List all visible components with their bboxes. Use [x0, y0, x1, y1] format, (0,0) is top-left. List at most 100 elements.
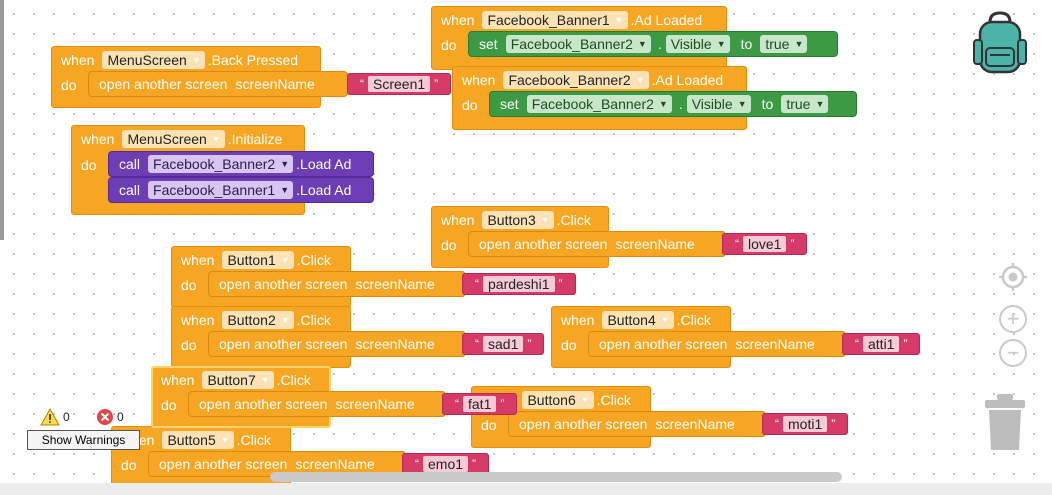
open-another-screen-block[interactable]: open another screen screenName — [588, 331, 846, 357]
boolean-dropdown[interactable]: true▼ — [760, 35, 808, 53]
open-another-screen-block[interactable]: open another screen screenName — [508, 411, 766, 437]
screen-name-label: screenName — [655, 416, 735, 432]
horizontal-scrollbar[interactable] — [270, 472, 842, 482]
when-keyword: when — [181, 252, 215, 268]
component-dropdown[interactable]: Button2▼ — [222, 311, 294, 329]
component-dropdown[interactable]: Button6▼ — [522, 391, 594, 409]
event-name: .Click — [296, 312, 331, 328]
method-name: .Load Ad — [296, 156, 352, 172]
open-screen-label: open another screen — [219, 336, 348, 352]
screen-name-string[interactable]: “Screen1” — [347, 73, 452, 95]
event-name: .Ad Loaded — [651, 72, 724, 88]
screen-name-label: screenName — [615, 236, 695, 252]
boolean-dropdown[interactable]: true▼ — [781, 95, 829, 113]
when-keyword: when — [441, 12, 475, 28]
property-dropdown[interactable]: Visible▼ — [665, 35, 730, 53]
component-dropdown[interactable]: Facebook_Banner2▼ — [526, 95, 672, 113]
event-block-button1-click[interactable]: when Button1▼ .Click do open another scr… — [171, 246, 576, 308]
screen-name-string[interactable]: “moti1” — [762, 413, 849, 435]
component-dropdown[interactable]: Facebook_Banner2▼ — [148, 155, 294, 173]
open-another-screen-block[interactable]: open another screen screenName — [208, 271, 466, 297]
event-name: .Initialize — [227, 131, 283, 147]
event-name: .Click — [296, 252, 331, 268]
warning-icon — [40, 408, 60, 426]
to-keyword: to — [761, 96, 774, 112]
screen-name-label: screenName — [335, 396, 415, 412]
screen-name-string[interactable]: “sad1” — [462, 333, 545, 355]
event-block-facebook-banner2-ad-loaded[interactable]: when Facebook_Banner2▼ .Ad Loaded do set… — [452, 66, 857, 130]
event-block-menuscreen-initialize[interactable]: when MenuScreen▼ .Initialize do call Fac… — [71, 125, 374, 215]
open-screen-label: open another screen — [479, 236, 608, 252]
component-dropdown[interactable]: Facebook_Banner2▼ — [503, 71, 649, 89]
call-load-ad-block[interactable]: call Facebook_Banner1▼ .Load Ad — [108, 177, 374, 203]
open-screen-label: open another screen — [99, 76, 228, 92]
open-another-screen-block[interactable]: open another screen screenName — [188, 391, 446, 417]
component-dropdown[interactable]: Button1▼ — [222, 251, 294, 269]
setter-block[interactable]: set Facebook_Banner2▼ . Visible▼ to true… — [489, 91, 857, 117]
component-dropdown[interactable]: Button3▼ — [482, 211, 554, 229]
screen-name-label: screenName — [355, 336, 435, 352]
component-dropdown[interactable]: Facebook_Banner2▼ — [505, 35, 651, 53]
screen-name-string[interactable]: “atti1” — [842, 333, 921, 355]
event-name: .Click — [276, 372, 311, 388]
trash-icon[interactable] — [982, 392, 1028, 452]
open-another-screen-block[interactable]: open another screen screenName — [88, 71, 348, 97]
do-keyword: do — [121, 457, 137, 473]
do-keyword: do — [161, 397, 177, 413]
zoom-in-icon[interactable]: + — [999, 305, 1027, 333]
call-load-ad-block[interactable]: call Facebook_Banner2▼ .Load Ad — [108, 151, 374, 177]
when-keyword: when — [561, 312, 595, 328]
event-block-button7-click[interactable]: when Button7▼ .Click do open another scr… — [151, 366, 518, 428]
component-dropdown[interactable]: MenuScreen▼ — [102, 51, 205, 69]
event-block-button4-click[interactable]: when Button4▼ .Click do open another scr… — [551, 306, 921, 368]
warning-indicator: 0 — [40, 408, 70, 426]
screen-name-label: screenName — [735, 336, 815, 352]
component-dropdown[interactable]: Button4▼ — [602, 311, 674, 329]
do-keyword: do — [561, 337, 577, 353]
event-block-button2-click[interactable]: when Button2▼ .Click do open another scr… — [171, 306, 545, 368]
center-target-icon[interactable] — [998, 262, 1028, 292]
component-dropdown[interactable]: Button7▼ — [202, 371, 274, 389]
property-dropdown[interactable]: Visible▼ — [686, 95, 751, 113]
screen-name-string[interactable]: “love1” — [722, 233, 808, 255]
backpack-icon[interactable] — [972, 10, 1028, 76]
event-block-facebook-banner1-ad-loaded[interactable]: when Facebook_Banner1▼ .Ad Loaded do set… — [431, 6, 838, 70]
screen-name-label: screenName — [355, 276, 435, 292]
open-another-screen-block[interactable]: open another screen screenName — [468, 231, 726, 257]
zoom-out-icon[interactable]: − — [999, 339, 1027, 367]
set-keyword: set — [500, 96, 519, 112]
do-keyword: do — [181, 337, 197, 353]
to-keyword: to — [740, 36, 753, 52]
error-icon — [97, 409, 113, 425]
component-dropdown[interactable]: Facebook_Banner1▼ — [482, 11, 628, 29]
event-block-button3-click[interactable]: when Button3▼ .Click do open another scr… — [431, 206, 808, 268]
event-block-button5-click[interactable]: when Button5▼ .Click do open another scr… — [111, 426, 490, 488]
set-keyword: set — [479, 36, 498, 52]
open-screen-label: open another screen — [199, 396, 328, 412]
open-screen-label: open another screen — [219, 276, 348, 292]
do-keyword: do — [61, 77, 77, 93]
do-keyword: do — [181, 277, 197, 293]
show-warnings-button[interactable]: Show Warnings — [27, 430, 140, 450]
when-keyword: when — [61, 52, 95, 68]
when-keyword: when — [441, 212, 475, 228]
component-dropdown[interactable]: MenuScreen▼ — [122, 130, 225, 148]
when-keyword: when — [161, 372, 195, 388]
screen-name-string[interactable]: “fat1” — [442, 393, 518, 415]
error-count: 0 — [117, 410, 124, 424]
component-dropdown[interactable]: Button5▼ — [162, 431, 234, 449]
when-keyword: when — [462, 72, 496, 88]
event-block-menuscreen-back-pressed[interactable]: when MenuScreen▼ .Back Pressed do open a… — [51, 46, 452, 108]
do-keyword: do — [462, 97, 478, 113]
screen-name-string[interactable]: “pardeshi1” — [462, 273, 576, 295]
method-name: .Load Ad — [296, 182, 352, 198]
setter-block[interactable]: set Facebook_Banner2▼ . Visible▼ to true… — [468, 31, 838, 57]
component-dropdown[interactable]: Facebook_Banner1▼ — [148, 181, 294, 199]
open-another-screen-block[interactable]: open another screen screenName — [208, 331, 466, 357]
event-name: .Click — [596, 392, 631, 408]
error-indicator: 0 — [96, 408, 124, 426]
open-screen-label: open another screen — [159, 456, 288, 472]
when-keyword: when — [181, 312, 215, 328]
event-name: .Click — [236, 432, 271, 448]
event-block-button6-click[interactable]: when Button6▼ .Click do open another scr… — [471, 386, 849, 448]
